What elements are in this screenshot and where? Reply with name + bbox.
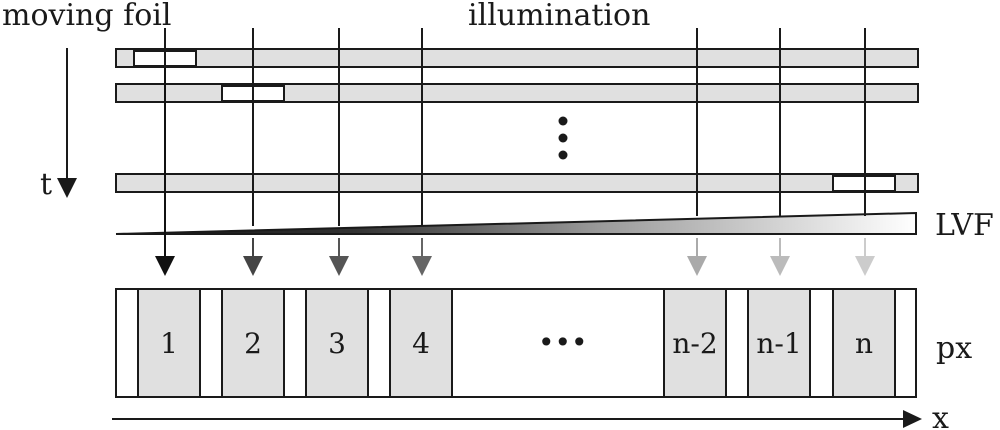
foil-strips bbox=[115, 48, 919, 193]
x-axis-head bbox=[903, 410, 922, 428]
time-label: t bbox=[40, 167, 52, 202]
foil-strip bbox=[115, 83, 919, 103]
pixel-label: 2 bbox=[244, 327, 262, 360]
time-arrow-head bbox=[57, 178, 77, 198]
filtered-arrow-head bbox=[155, 256, 175, 276]
x-axis: x bbox=[112, 401, 949, 430]
px-label: px bbox=[936, 331, 972, 366]
filtered-arrow-head bbox=[412, 256, 432, 276]
filtered-arrow-head bbox=[329, 256, 349, 276]
ellipsis-dot bbox=[558, 116, 568, 126]
pixel-cell bbox=[747, 288, 811, 398]
moving-foil-label: moving foil bbox=[2, 0, 171, 33]
filtered-arrow-head bbox=[855, 256, 875, 276]
time-axis: t bbox=[40, 48, 77, 202]
pixel-label: n-1 bbox=[756, 327, 801, 360]
filtered-arrow-head bbox=[687, 256, 707, 276]
illumination-label: illumination bbox=[468, 0, 650, 33]
lvf-wedge bbox=[115, 211, 917, 235]
pixel-cell bbox=[832, 288, 896, 398]
x-label: x bbox=[932, 401, 949, 430]
filtered-arrow-head bbox=[243, 256, 263, 276]
pixel-label: 1 bbox=[160, 327, 178, 360]
pixel-cell bbox=[221, 288, 285, 398]
pixel-label: 4 bbox=[412, 327, 430, 360]
lvf-label: LVF bbox=[935, 208, 994, 243]
filtered-arrow-head bbox=[770, 256, 790, 276]
pixel-ellipsis: ••• bbox=[538, 326, 588, 359]
vertical-ellipsis bbox=[558, 116, 568, 160]
foil-strip bbox=[115, 48, 919, 68]
ellipsis-dot bbox=[558, 150, 568, 160]
foil-strip bbox=[115, 173, 919, 193]
pixel-cell bbox=[663, 288, 727, 398]
pixel-cell bbox=[389, 288, 453, 398]
filtered-arrows bbox=[155, 68, 875, 276]
ellipsis-dot bbox=[558, 133, 568, 143]
pixel-cell bbox=[137, 288, 201, 398]
pixel-label: n-2 bbox=[672, 327, 717, 360]
pixel-label: n bbox=[855, 327, 873, 360]
pixel-label: 3 bbox=[328, 327, 346, 360]
pixel-row: 1 2 3 4 n-2 n-1 n bbox=[137, 288, 896, 398]
pixel-cell bbox=[305, 288, 369, 398]
